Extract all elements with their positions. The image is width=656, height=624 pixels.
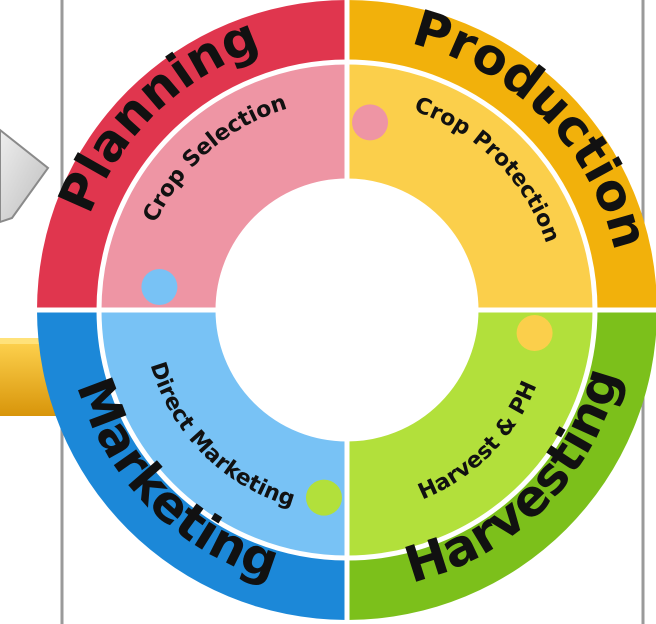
puzzle-knob	[352, 104, 389, 141]
gold-bar-edge	[0, 338, 60, 344]
harvesting-outer-segment	[347, 310, 656, 620]
harvesting-inner-segment	[347, 310, 595, 558]
grey-callout-shape	[0, 128, 50, 224]
production-inner-segment	[347, 62, 595, 310]
ring-dividers	[33, 0, 656, 624]
inner-ring	[99, 62, 595, 558]
puzzle-tabs	[141, 104, 553, 516]
production-outer-segment	[347, 0, 656, 310]
marketing-outer-segment	[37, 310, 347, 620]
planning-outer-segment	[37, 0, 347, 310]
marketing-inner-segment	[99, 310, 347, 558]
center-hole	[215, 178, 479, 442]
puzzle-knob	[516, 315, 553, 352]
puzzle-knob	[141, 268, 178, 305]
planning-inner-segment	[99, 62, 347, 310]
outer-ring	[37, 0, 656, 620]
puzzle-knob	[305, 479, 342, 516]
